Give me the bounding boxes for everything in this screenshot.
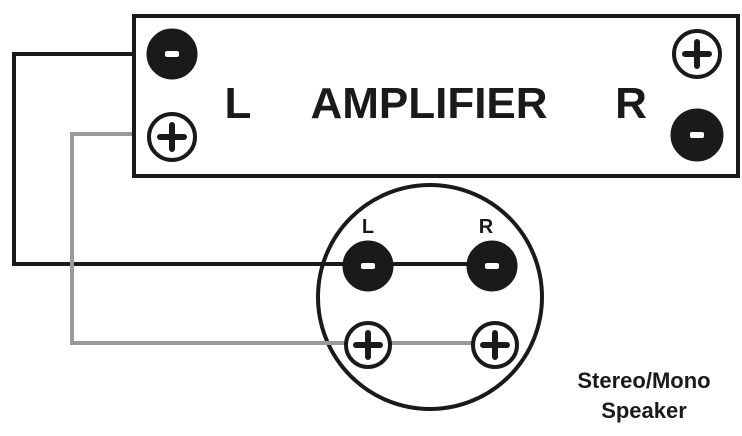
plus-icon: [157, 122, 187, 152]
spk-right-negative-terminal: [466, 240, 518, 292]
minus-icon: [361, 263, 375, 269]
spk-left-positive-terminal: [344, 321, 392, 369]
amp-right-positive-terminal: [672, 29, 722, 79]
plus-icon: [353, 330, 383, 360]
speaker-left-channel-label: L: [362, 216, 374, 238]
negative-wire: [12, 52, 492, 266]
amp-right-negative-terminal: [670, 108, 724, 162]
amp-left-positive-terminal: [147, 112, 197, 162]
speaker-caption: Stereo/Mono Speaker: [548, 366, 740, 426]
amplifier-title: AMPLIFIER: [310, 79, 547, 128]
speaker-body: [316, 183, 544, 411]
minus-icon: [690, 132, 704, 138]
positive-wire: [70, 132, 492, 345]
spk-right-positive-terminal: [471, 321, 519, 369]
amp-left-negative-terminal: [146, 28, 198, 80]
plus-icon: [480, 330, 510, 360]
minus-icon: [485, 263, 499, 269]
speaker-caption-line1: Stereo/Mono: [577, 368, 711, 393]
speaker-right-channel-label: R: [479, 216, 494, 238]
minus-icon: [165, 51, 179, 57]
speaker-caption-line2: Speaker: [601, 398, 687, 423]
spk-left-negative-terminal: [342, 240, 394, 292]
plus-icon: [682, 39, 712, 69]
amplifier-box: [132, 14, 740, 178]
amplifier-right-channel-label: R: [615, 79, 647, 128]
amplifier-left-channel-label: L: [225, 79, 252, 128]
